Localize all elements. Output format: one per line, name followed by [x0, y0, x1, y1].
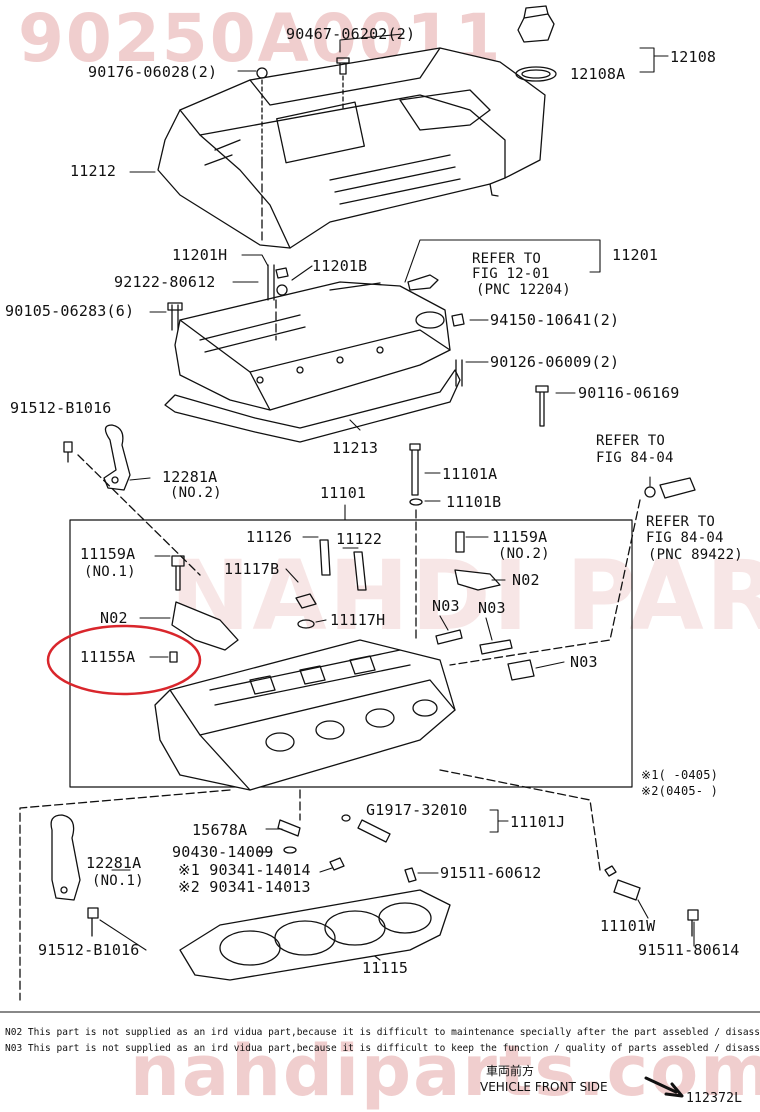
oil-filler-cap-drawing [515, 5, 557, 82]
figure-number: 112372L [686, 1091, 743, 1106]
watermark-site: nahdiparts.com [130, 1030, 760, 1112]
lower-components-drawing [50, 814, 699, 937]
label-11101a: 11101A [442, 465, 498, 483]
label-11101: 11101 [320, 484, 367, 502]
label-12281a-no2-note: (NO.2) [170, 485, 222, 501]
engine-cover-drawing [157, 47, 546, 249]
label-12281a-no1: 12281A [86, 854, 142, 872]
vehicle-front-en: VEHICLE FRONT SIDE [480, 1080, 608, 1094]
head-gasket-drawing [179, 889, 451, 981]
label-n03-c: N03 [570, 653, 598, 671]
cover-bolts-drawing [256, 57, 350, 161]
label-11201h: 11201H [172, 246, 228, 264]
label-15678a: 15678A [192, 821, 248, 839]
label-90341-14014: ※1 90341-14014 [178, 861, 311, 879]
label-11159a-no2-note: (NO.2) [498, 546, 550, 562]
valve-parts-drawing [169, 531, 535, 681]
refer-fig-84-04-pnc-line2: FIG 84-04 [646, 530, 724, 546]
label-90341-14013: ※2 90341-14013 [178, 878, 311, 896]
label-91511-60612: 91511-60612 [440, 864, 542, 882]
label-91512-b1016-bottom: 91512-B1016 [38, 941, 140, 959]
cylinder-head-drawing [154, 639, 456, 791]
label-90126-06009: 90126-06009(2) [490, 353, 620, 371]
cylinder-head-cover-drawing [174, 281, 451, 411]
highlight-circle [46, 624, 202, 696]
watermark-brand: NAHDI PARTS [170, 540, 760, 652]
label-11101b: 11101B [446, 493, 502, 511]
label-90116-06169: 90116-06169 [578, 384, 680, 402]
label-12108a: 12108A [570, 65, 626, 83]
refer-fig-12-01-line1: REFER TO [472, 251, 542, 267]
label-n02-left: N02 [100, 609, 128, 627]
label-11159a-no2: 11159A [492, 528, 548, 546]
label-11126: 11126 [246, 528, 293, 546]
label-n03-b: N03 [478, 599, 506, 617]
cylinder-head-group-frame [69, 519, 633, 788]
label-11122: 11122 [336, 530, 383, 548]
label-92122-80612: 92122-80612 [114, 273, 216, 291]
note-n03: N03 This part is not supplied as an ird … [5, 1043, 760, 1054]
label-91511-80614: 91511-80614 [638, 941, 740, 959]
vehicle-front-arrow [644, 1076, 684, 1098]
engine-hanger-no2-drawing [63, 424, 201, 576]
label-11155a: 11155A [80, 648, 136, 666]
leader-lines [19, 159, 601, 1001]
label-g1917-32010: G1917-32010 [366, 801, 468, 819]
label-11159a-no1-note: (NO.1) [84, 564, 136, 580]
refer-fig-12-01-line3: (PNC 12204) [476, 282, 571, 298]
leader-ticks [99, 33, 695, 961]
label-11117h: 11117H [330, 611, 386, 629]
refer-fig-84-04-pnc-line1: REFER TO [646, 514, 716, 530]
refer-fig-84-04-pnc-line3: (PNC 89422) [648, 547, 743, 563]
label-n02-right: N02 [512, 571, 540, 589]
label-90105-06283: 90105-06283(6) [5, 302, 135, 320]
label-91512-b1016-top: 91512-B1016 [10, 399, 112, 417]
washer-11101b-drawing [409, 498, 423, 506]
vehicle-front-jp: 車両前方 [486, 1064, 535, 1078]
head-cover-fittings-drawing [167, 264, 549, 427]
refer-fig-84-04-top-line2: FIG 84-04 [596, 450, 674, 466]
label-11117b: 11117B [224, 560, 280, 578]
cam-sensor-drawing [449, 477, 696, 666]
label-range-1: ※1( -0405) [641, 768, 719, 782]
label-11101w: 11101W [600, 917, 656, 935]
label-11213: 11213 [332, 439, 379, 457]
label-n03-a: N03 [432, 597, 460, 615]
label-12281a-no2: 12281A [162, 468, 218, 486]
stud-11101a-drawing [409, 443, 421, 496]
label-12108: 12108 [670, 48, 717, 66]
label-range-2: ※2(0405- ) [641, 784, 719, 798]
label-12281a-no1-note: (NO.1) [92, 873, 144, 889]
label-11212: 11212 [70, 162, 117, 180]
label-11201: 11201 [612, 246, 659, 264]
label-11159a-no1: 11159A [80, 545, 136, 563]
head-cover-gasket-drawing [164, 369, 461, 443]
refer-fig-12-01-line2: FIG 12-01 [472, 266, 550, 282]
label-11101j: 11101J [510, 813, 566, 831]
note-n02: N02 This part is not supplied as an ird … [5, 1027, 760, 1038]
label-11201b: 11201B [312, 257, 368, 275]
label-90467-06202: 90467-06202(2) [286, 25, 416, 43]
label-90430-14009: 90430-14009 [172, 843, 274, 861]
label-90176-06028: 90176-06028(2) [88, 63, 218, 81]
label-94150-10641: 94150-10641(2) [490, 311, 620, 329]
label-11115: 11115 [362, 959, 409, 977]
refer-fig-84-04-top-line1: REFER TO [596, 433, 666, 449]
